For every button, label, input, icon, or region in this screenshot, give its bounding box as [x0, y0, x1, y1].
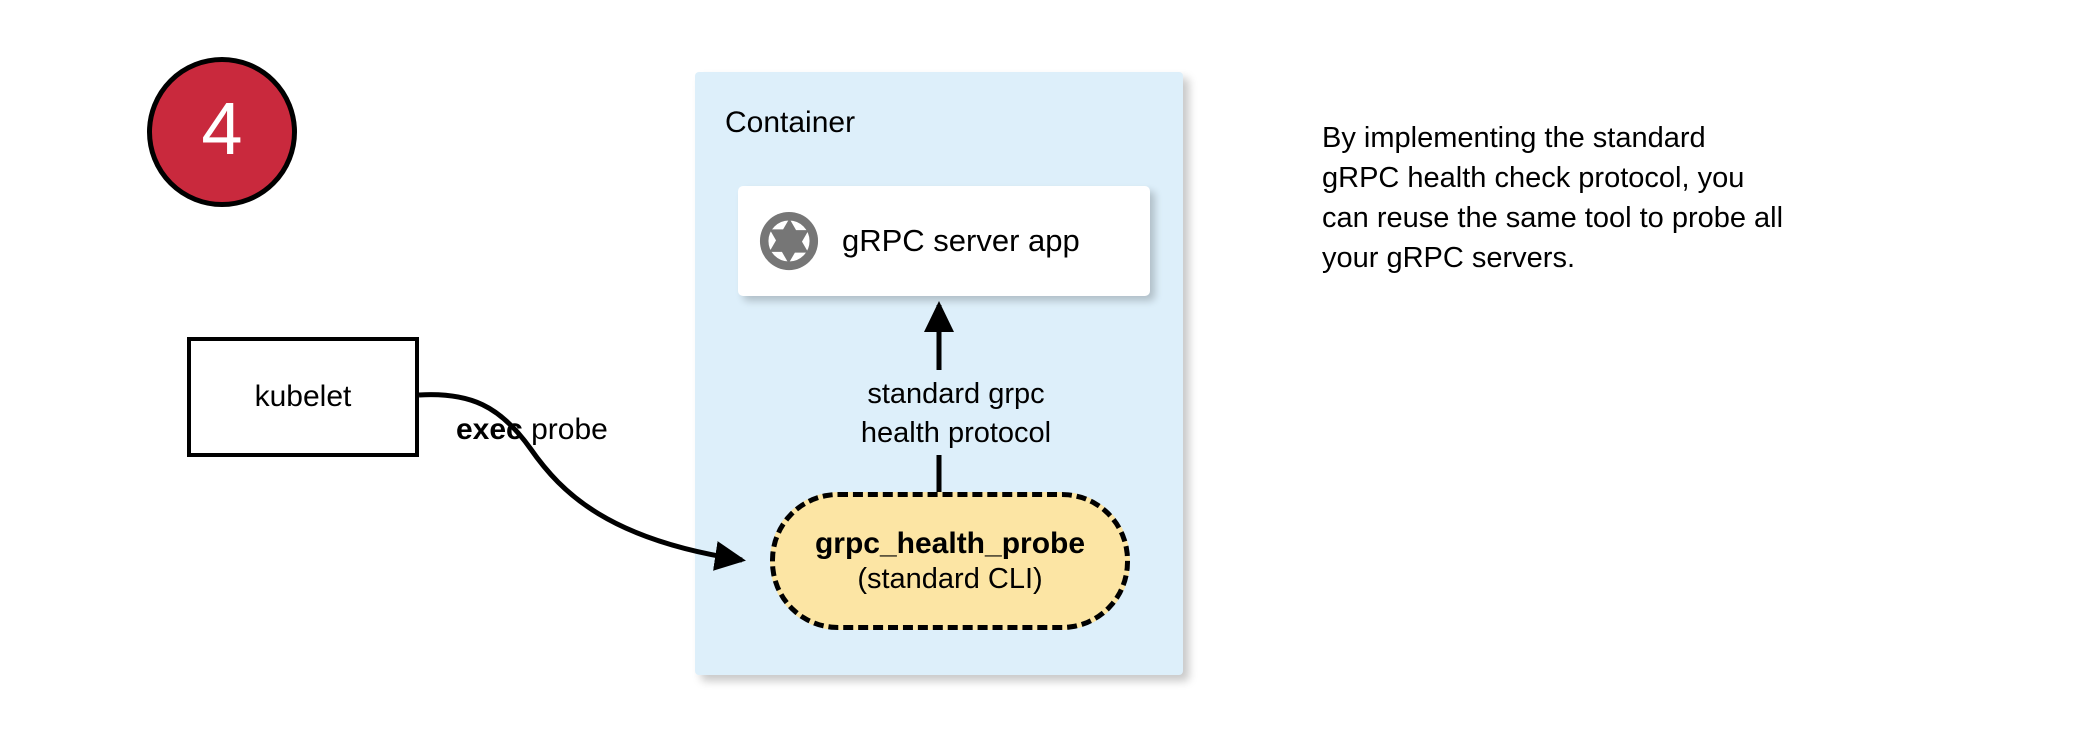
grpc-health-probe-title: grpc_health_probe: [814, 527, 1086, 561]
exec-probe-caption-rest: probe: [522, 413, 608, 446]
explanation-note-line2: gRPC health check protocol, you: [1322, 162, 1745, 195]
health-protocol-caption: standard grpc health protocol: [830, 373, 1082, 455]
kubelet-node: kubelet: [187, 337, 419, 457]
exec-probe-caption: exec probe: [456, 413, 608, 447]
health-protocol-caption-line1: standard grpc: [867, 378, 1045, 410]
explanation-note-line3: can reuse the same tool to probe all: [1322, 202, 1784, 235]
health-protocol-caption-line2: health protocol: [860, 416, 1052, 449]
explanation-note-line4: your gRPC servers.: [1322, 242, 1576, 275]
grpc-server-app-label: gRPC server app: [842, 223, 1080, 258]
grpc-health-probe-node: grpc_health_probe (standard CLI): [770, 492, 1130, 630]
explanation-note-line1: By implementing the standard: [1322, 122, 1706, 154]
explanation-note: By implementing the standard gRPC health…: [1322, 118, 1902, 278]
step-number-badge: 4: [147, 57, 297, 207]
exec-probe-caption-bold: exec: [456, 413, 523, 446]
step-number-label: 4: [201, 87, 243, 170]
kubelet-label: kubelet: [254, 380, 352, 413]
container-title: Container: [725, 106, 856, 139]
grpc-server-app-card: gRPC server app: [738, 186, 1150, 296]
grpc-health-probe-subtitle: (standard CLI): [857, 562, 1043, 595]
aperture-icon: [759, 211, 819, 271]
